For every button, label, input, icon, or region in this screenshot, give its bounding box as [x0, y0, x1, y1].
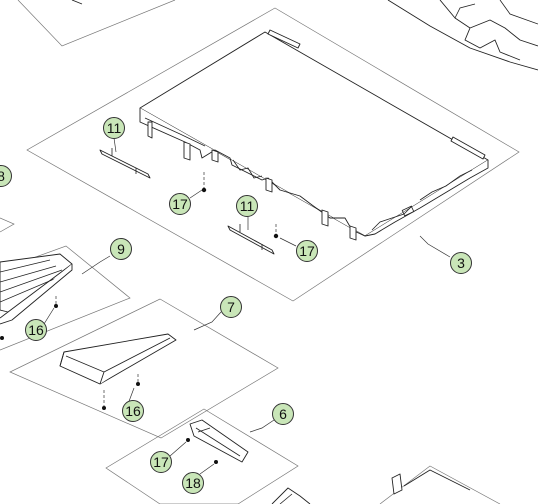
svg-text:8: 8 [0, 168, 5, 184]
bracket-part-6 [186, 419, 249, 464]
svg-text:16: 16 [28, 322, 44, 338]
bottom-partial-part [271, 487, 311, 504]
panel-part-3 [139, 29, 489, 241]
callout-16-upper: 16 [25, 319, 47, 341]
svg-text:18: 18 [185, 475, 201, 491]
top-left-plate [17, 0, 176, 47]
callout-11-upper: 11 [103, 117, 125, 139]
plate-7 [9, 298, 279, 439]
callout-11-lower: 11 [236, 195, 258, 217]
callout-7: 7 [220, 296, 242, 318]
svg-text:9: 9 [117, 241, 125, 257]
leader-lines [43, 137, 451, 475]
slatted-part-9 [0, 253, 73, 340]
plate-6 [105, 408, 299, 504]
rail-part-11-b [227, 224, 275, 255]
callout-16-lower: 16 [122, 400, 144, 422]
svg-text:6: 6 [279, 406, 287, 422]
svg-text:3: 3 [457, 255, 465, 271]
bottom-right-partial-part [379, 465, 501, 504]
ramp-part-7 [59, 333, 177, 410]
svg-text:17: 17 [172, 196, 188, 212]
svg-text:16: 16 [125, 403, 141, 419]
top-right-partial-part [387, 0, 538, 71]
callout-17-upper: 17 [169, 193, 191, 215]
screw-17-a [201, 172, 207, 193]
main-plate [26, 7, 520, 302]
callout-18: 18 [182, 472, 204, 494]
callout-9: 9 [110, 238, 132, 260]
svg-text:11: 11 [240, 198, 255, 214]
callout-8: 8 [0, 165, 12, 187]
callout-6: 6 [272, 403, 294, 425]
callout-3: 3 [450, 252, 472, 274]
svg-text:17: 17 [153, 454, 169, 470]
left-partial-plate [0, 217, 15, 233]
callout-17-lower: 17 [296, 240, 318, 262]
callout-17-bottom: 17 [150, 451, 172, 473]
svg-text:7: 7 [227, 299, 235, 315]
svg-text:17: 17 [299, 243, 315, 259]
screw-17-b [273, 224, 279, 239]
rail-part-11-a [99, 148, 151, 179]
svg-text:11: 11 [107, 120, 122, 136]
